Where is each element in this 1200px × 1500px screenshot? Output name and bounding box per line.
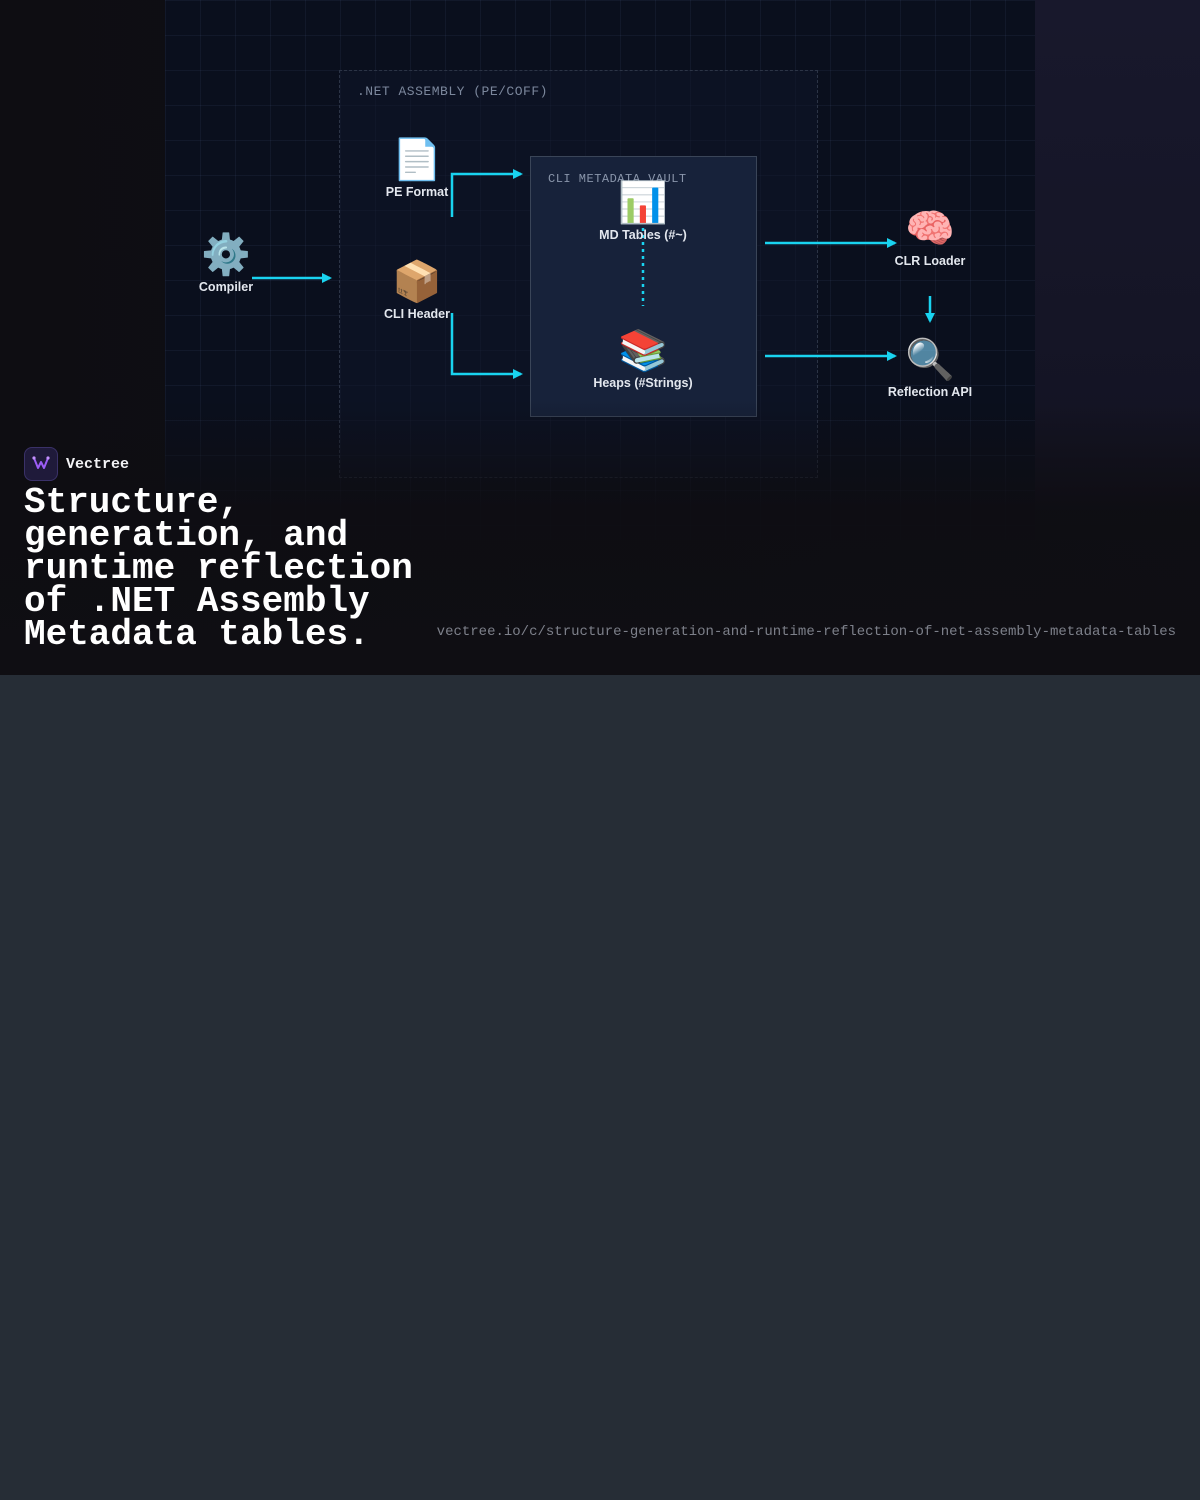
node-label: PE Format (385, 185, 449, 199)
node-clr-loader: 🧠 CLR Loader (860, 206, 1000, 268)
preview-card: .NET ASSEMBLY (PE/COFF) CLI METADATA VAU… (0, 0, 1200, 675)
brand: Vectree (24, 447, 129, 481)
metadata-vault-label: CLI METADATA VAULT (548, 172, 687, 186)
node-label: Heaps (#Strings) (593, 376, 693, 390)
node-label: MD Tables (#~) (599, 228, 687, 242)
vectree-mark-icon (32, 456, 50, 469)
bottom-fade-overlay (0, 400, 1200, 675)
node-label: Reflection API (887, 385, 973, 399)
magnifier-icon: 🔍 (905, 337, 955, 383)
node-cli-header: 📦 CLI Header (347, 259, 487, 321)
books-icon: 📚 (618, 328, 668, 374)
brand-name: Vectree (66, 455, 130, 473)
brain-icon: 🧠 (905, 206, 955, 252)
node-reflection-api: 🔍 Reflection API (860, 337, 1000, 399)
package-icon: 📦 (392, 259, 442, 305)
source-url: vectree.io/c/structure-generation-and-ru… (436, 624, 1176, 640)
node-compiler: ⚙️ Compiler (156, 232, 296, 294)
node-pe-format: 📄 PE Format (347, 137, 487, 199)
diagram-edges (252, 169, 935, 379)
document-icon: 📄 (392, 137, 442, 183)
page-title: Structure, generation, and runtime refle… (24, 482, 413, 655)
node-label: CLR Loader (894, 254, 966, 268)
bar-chart-icon: 📊 (618, 180, 668, 226)
edge-cli-header-to-vault (450, 313, 523, 379)
edge-pe-format-to-vault (450, 169, 523, 217)
node-label: Compiler (198, 280, 254, 294)
node-md-tables: 📊 MD Tables (#~) (573, 180, 713, 242)
gear-icon: ⚙️ (201, 232, 251, 278)
assembly-cluster-label: .NET ASSEMBLY (PE/COFF) (357, 84, 548, 99)
vectree-logo-icon (24, 447, 58, 481)
node-label: CLI Header (384, 307, 450, 321)
node-heaps: 📚 Heaps (#Strings) (573, 328, 713, 390)
